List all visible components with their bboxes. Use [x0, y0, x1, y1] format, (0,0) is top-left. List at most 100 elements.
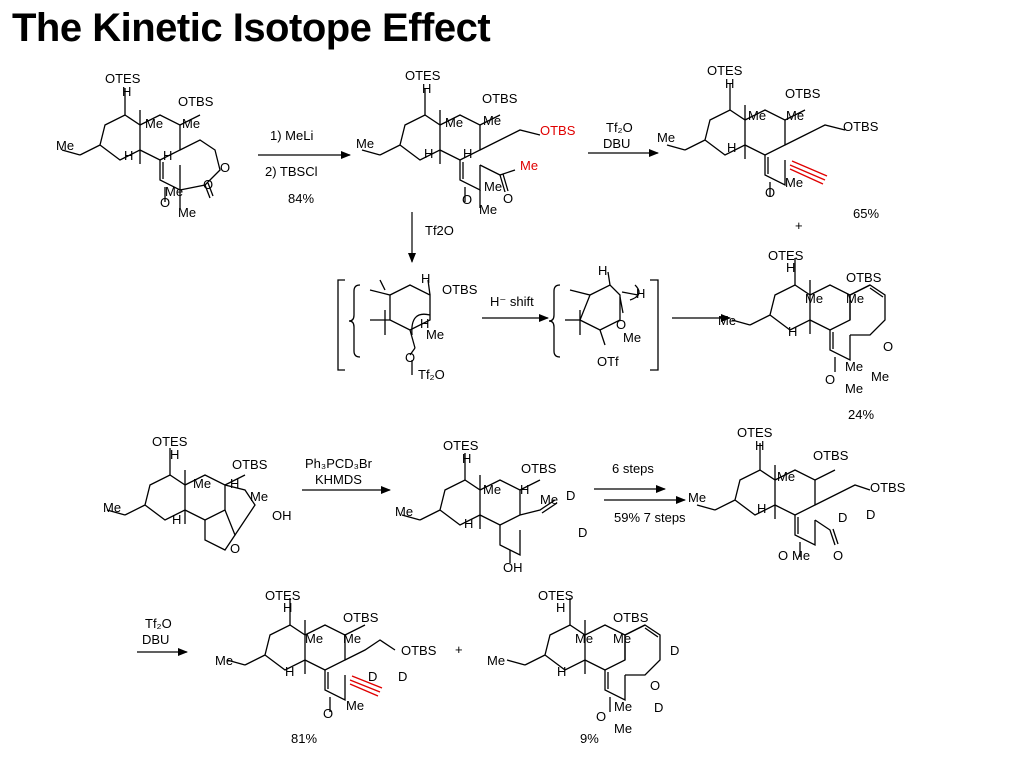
intermediate-2	[565, 271, 640, 346]
label-me: Me	[483, 482, 501, 497]
label-h: H	[556, 600, 565, 615]
label-d: D	[866, 507, 875, 522]
reagent-text: Ph₃PCD₃Br	[305, 456, 373, 471]
yield-text: 9%	[580, 731, 599, 746]
label-tf2o: Tf₂O	[418, 367, 445, 382]
label-otbs: OTBS	[870, 480, 906, 495]
label-o: O	[220, 160, 230, 175]
reagent-text: KHMDS	[315, 472, 362, 487]
molecule-7-deuterated-ketone	[696, 443, 871, 557]
label-me: Me	[356, 136, 374, 151]
label-oh: OH	[272, 508, 292, 523]
label-me: Me	[343, 631, 361, 646]
label-me: Me	[182, 116, 200, 131]
label-otbs: OTBS	[521, 461, 557, 476]
label-h: H	[285, 664, 294, 679]
label-otbs: OTBS	[785, 86, 821, 101]
label-me: Me	[623, 330, 641, 345]
label-me: Me	[792, 548, 810, 563]
plus-sign: +	[455, 642, 463, 657]
yield-text: 84%	[288, 191, 314, 206]
label-h: H	[636, 286, 645, 301]
label-o: O	[596, 709, 606, 724]
label-h: H	[464, 516, 473, 531]
molecule-6-deuterated-alkene	[401, 453, 558, 563]
label-h: H	[170, 447, 179, 462]
label-o: O	[323, 706, 333, 721]
label-h: H	[727, 140, 736, 155]
label-me: Me	[575, 631, 593, 646]
molecule-5-lactol	[106, 448, 256, 551]
label-h: H	[422, 81, 431, 96]
intermediate-1	[369, 279, 431, 375]
molecule-1-lactone	[61, 88, 221, 208]
reagent-text: H⁻ shift	[490, 294, 534, 309]
reagent-text: DBU	[603, 136, 630, 151]
label-otes: OTES	[265, 588, 301, 603]
label-me: Me	[483, 113, 501, 128]
label-h: H	[172, 512, 181, 527]
molecule-2-methyl-ketone	[361, 88, 541, 208]
label-me: Me	[426, 327, 444, 342]
label-me: Me	[748, 108, 766, 123]
label-h: H	[757, 501, 766, 516]
label-me: Me	[805, 291, 823, 306]
molecule-8-deuterated-alkyne	[226, 598, 396, 712]
label-otbs-red: OTBS	[540, 123, 576, 138]
label-h: H	[557, 664, 566, 679]
reagent-text: Tf₂O	[606, 120, 633, 135]
label-me: Me	[785, 175, 803, 190]
label-h: H	[755, 438, 764, 453]
label-h: H	[424, 146, 433, 161]
label-d: D	[578, 525, 587, 540]
label-otes: OTES	[737, 425, 773, 440]
label-otbs: OTBS	[401, 643, 437, 658]
label-otes: OTES	[405, 68, 441, 83]
reagent-text: 1) MeLi	[270, 128, 313, 143]
yield-text: 81%	[291, 731, 317, 746]
molecule-4-dihydropyran	[731, 258, 886, 372]
label-otbs: OTBS	[178, 94, 214, 109]
label-otbs: OTBS	[482, 91, 518, 106]
label-me: Me	[871, 369, 889, 384]
label-h: H	[462, 451, 471, 466]
reagent-text: Tf₂O	[145, 616, 172, 631]
label-o: O	[650, 678, 660, 693]
label-o: O	[203, 177, 213, 192]
label-me: Me	[614, 699, 632, 714]
label-me: Me	[145, 116, 163, 131]
reagent-text: 6 steps	[612, 461, 654, 476]
molecule-9-deuterated-dihydropyran	[506, 598, 661, 712]
label-o: O	[778, 548, 788, 563]
molecule-3-alkyne	[666, 83, 846, 197]
label-o: O	[160, 195, 170, 210]
label-me: Me	[845, 381, 863, 396]
label-me: Me	[688, 490, 706, 505]
label-o: O	[503, 191, 513, 206]
label-otbs: OTBS	[232, 457, 268, 472]
label-me: Me	[305, 631, 323, 646]
label-me: Me	[165, 184, 183, 199]
label-me: Me	[845, 359, 863, 374]
label-h: H	[786, 260, 795, 275]
label-otbs: OTBS	[813, 448, 849, 463]
reagent-text: 59% 7 steps	[614, 510, 686, 525]
label-d: D	[566, 488, 575, 503]
label-me: Me	[786, 108, 804, 123]
label-otes: OTES	[707, 63, 743, 78]
label-h: H	[520, 482, 529, 497]
label-o: O	[833, 548, 843, 563]
label-h: H	[230, 476, 239, 491]
label-otes: OTES	[105, 71, 141, 86]
label-o: O	[230, 541, 240, 556]
label-otes: OTES	[768, 248, 804, 263]
label-me: Me	[613, 631, 631, 646]
label-me: Me	[346, 698, 364, 713]
reagent-text: Tf2O	[425, 223, 454, 238]
label-me: Me	[103, 500, 121, 515]
label-me: Me	[479, 202, 497, 217]
label-d: D	[838, 510, 847, 525]
label-otbs: OTBS	[343, 610, 379, 625]
label-o: O	[825, 372, 835, 387]
